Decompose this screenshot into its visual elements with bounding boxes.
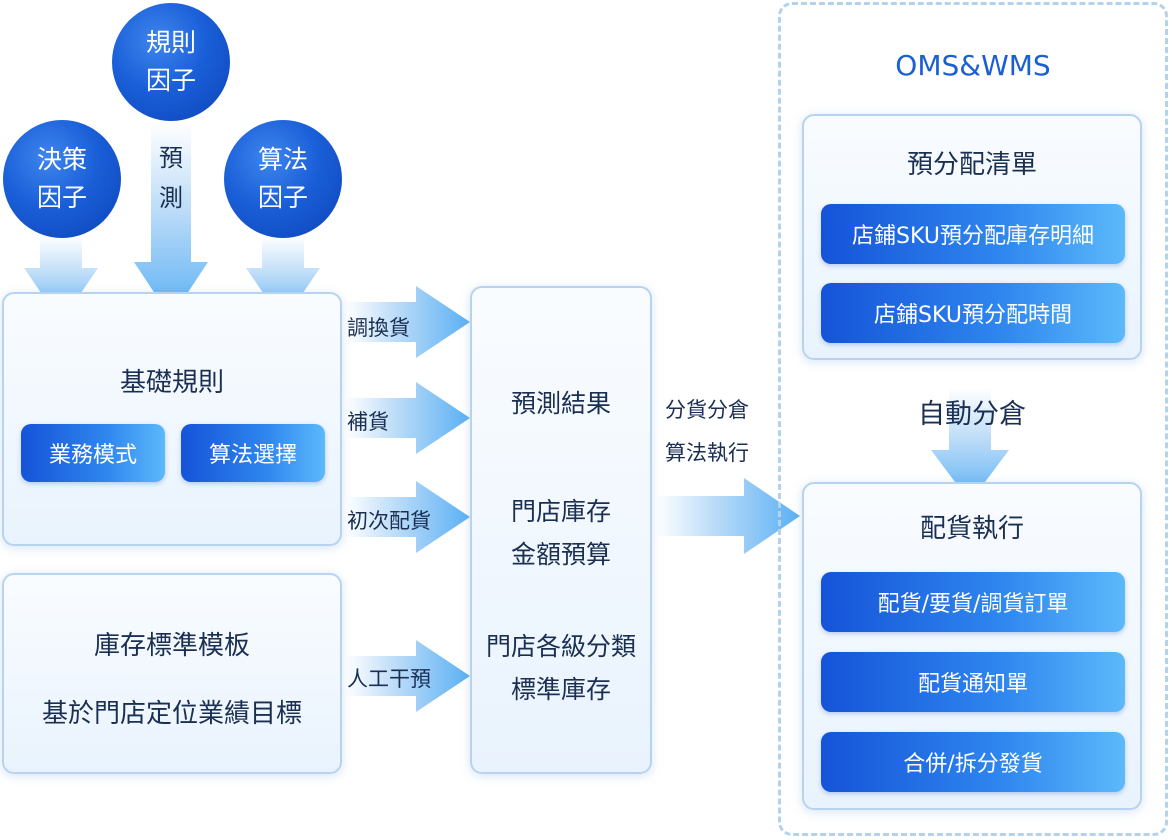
algorithm-factor-line2: 因子 [257, 183, 308, 212]
arrow-decision-down [24, 236, 98, 322]
allocation-execution-title: 配貨執行 [919, 514, 1024, 544]
basic-rules-title: 基礎規則 [119, 368, 224, 398]
arrow-algorithm-down [246, 236, 320, 322]
rule-factor-circle: 規則 因子 [112, 3, 230, 121]
decision-factor-line2: 因子 [36, 183, 87, 212]
rule-factor-line1: 規則 [145, 28, 196, 57]
manual-intervention-label: 人工干預 [347, 667, 431, 691]
business-mode-button[interactable]: 業務模式 [21, 424, 165, 482]
arrow-swap-right [346, 286, 470, 358]
forecast-result-title: 預測結果 [510, 389, 611, 418]
store-budget-line2: 金額預算 [510, 540, 611, 569]
sku-pre-allocation-detail-button[interactable]: 店鋪SKU預分配庫存明細 [821, 204, 1125, 264]
arrow-replenish-right [346, 382, 470, 454]
arrow-allocation-right [656, 478, 800, 554]
allocation-execution-panel: 配貨執行 配貨/要貨/調貨訂單 配貨通知單 合併/拆分發貨 [802, 482, 1142, 810]
allocation-label-line1: 分貨分倉 [665, 398, 749, 422]
inventory-template-title: 庫存標準模板 [93, 631, 250, 661]
swap-label: 調換貨 [347, 316, 410, 340]
sku-pre-allocation-time-button[interactable]: 店鋪SKU預分配時間 [821, 283, 1125, 343]
arrow-manual-right [346, 640, 470, 712]
auto-allocation-label: 自動分倉 [918, 399, 1026, 430]
rule-factor-line2: 因子 [145, 66, 196, 95]
store-standard-line2: 標準庫存 [510, 675, 611, 704]
algorithm-factor-line1: 算法 [257, 145, 308, 174]
decision-factor-line1: 決策 [36, 145, 87, 174]
store-standard-line1: 門店各級分類 [485, 632, 636, 661]
forecast-label-line1: 預 [159, 144, 183, 172]
decision-factor-circle: 決策 因子 [3, 120, 121, 238]
arrow-initial-right [346, 481, 470, 553]
pre-allocation-title: 預分配清單 [906, 150, 1037, 180]
inventory-template-subtitle: 基於門店定位業績目標 [41, 699, 302, 729]
algorithm-select-button[interactable]: 算法選擇 [181, 424, 325, 482]
arrow-auto-down [931, 388, 1009, 502]
basic-rules-panel: 基礎規則 業務模式 算法選擇 [2, 292, 342, 546]
arrow-forecast-down [134, 122, 208, 318]
store-budget-line1: 門店庫存 [510, 497, 611, 526]
algorithm-factor-circle: 算法 因子 [224, 120, 342, 238]
forecast-result-panel: 預測結果 門店庫存 金額預算 門店各級分類 標準庫存 [470, 286, 652, 774]
oms-wms-title: OMS&WMS [895, 49, 1051, 82]
pre-allocation-panel: 預分配清單 店鋪SKU預分配庫存明細 店鋪SKU預分配時間 [802, 114, 1142, 360]
inventory-template-panel: 庫存標準模板 基於門店定位業績目標 [2, 573, 342, 774]
forecast-label-line2: 測 [159, 184, 183, 212]
initial-allocation-label: 初次配貨 [347, 509, 431, 533]
oms-wms-container: OMS&WMS [778, 2, 1168, 836]
forecast-label: 預 測 [150, 138, 192, 218]
merge-split-shipment-button[interactable]: 合併/拆分發貨 [821, 732, 1125, 792]
replenish-label: 補貨 [347, 410, 389, 434]
orders-button[interactable]: 配貨/要貨/調貨訂單 [821, 572, 1125, 632]
delivery-notice-button[interactable]: 配貨通知單 [821, 652, 1125, 712]
allocation-label-line2: 算法執行 [665, 441, 749, 465]
